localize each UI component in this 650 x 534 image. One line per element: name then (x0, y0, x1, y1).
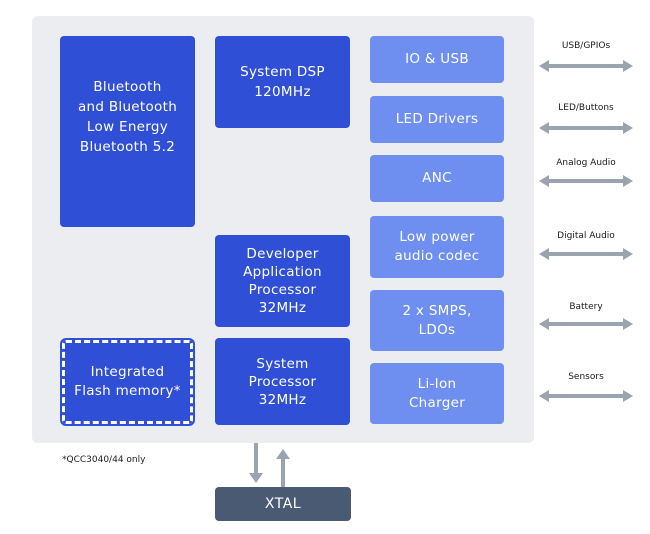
bidirectional-arrow-digital-audio (539, 248, 633, 260)
interface-label-analog-audio: Analog Audio (556, 158, 616, 168)
footnote: *QCC3040/44 only (62, 455, 146, 465)
system-processor-block: System Processor 32MHz (215, 338, 350, 425)
interface-label-digital-audio: Digital Audio (557, 231, 615, 241)
flash-memory-block: Integrated Flash memory* (60, 338, 195, 426)
xtal-arrows (249, 443, 290, 489)
arrow-down-to-xtal (249, 443, 263, 483)
io-usb-block: IO & USB (370, 36, 504, 83)
audio-codec-block: Low power audio codec (370, 216, 504, 278)
interface-label-sensors: Sensors (568, 372, 604, 382)
bidirectional-arrow-sensors (539, 390, 633, 402)
interface-label-battery: Battery (569, 302, 603, 312)
developer-processor-block: Developer Application Processor 32MHz (215, 235, 350, 327)
anc-block: ANC (370, 155, 504, 202)
interface-label-usb-gpios: USB/GPIOs (561, 41, 611, 51)
smps-ldo-block: 2 x SMPS, LDOs (370, 290, 504, 351)
bidirectional-arrow-battery (539, 318, 633, 330)
bidirectional-arrow-usb-gpios (539, 60, 633, 72)
bidirectional-arrow-led-buttons (539, 122, 633, 134)
interface-label-led-buttons: LED/Buttons (558, 103, 614, 113)
bidirectional-arrow-analog-audio (539, 175, 633, 187)
system-dsp-block: System DSP 120MHz (215, 36, 350, 128)
led-drivers-block: LED Drivers (370, 96, 504, 143)
xtal-block: XTAL (215, 487, 351, 521)
arrow-up-from-xtal (276, 449, 290, 489)
charger-block: Li-Ion Charger (370, 363, 504, 424)
bluetooth-block: Bluetooth and Bluetooth Low Energy Bluet… (60, 36, 195, 227)
